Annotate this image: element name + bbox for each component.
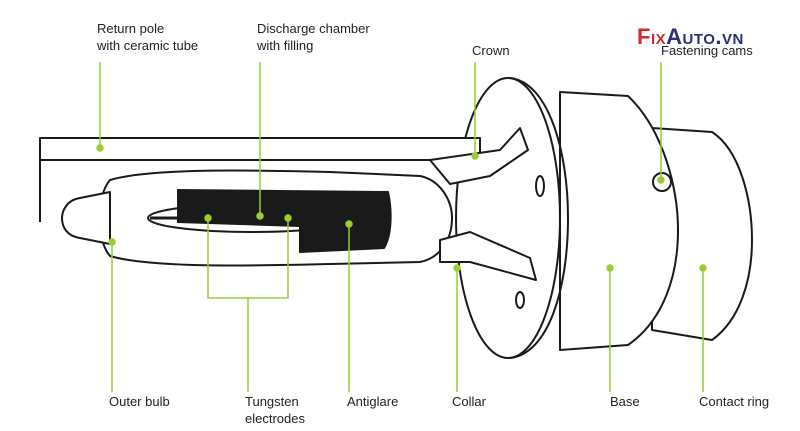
collar-rim: [509, 77, 569, 359]
fixauto-logo: FixAuto.vn: [637, 24, 744, 50]
label-discharge-chamber: Discharge chamber with filling: [257, 21, 370, 53]
label-crown: Crown: [472, 43, 510, 58]
bulb-tip: [61, 191, 111, 245]
label-return-pole: Return pole with ceramic tube: [97, 21, 199, 53]
label-tungsten-electrodes: Tungsten electrodes: [245, 394, 305, 426]
clip-lower: [439, 231, 537, 281]
antiglare-band: [177, 189, 392, 253]
crown-shape: [429, 127, 529, 185]
leader-lines: [96, 62, 707, 392]
label-base: Base: [610, 394, 640, 409]
collar-hole-lower: [515, 291, 525, 309]
collar-disc: [455, 77, 561, 359]
label-fastening-cams: Fastening cams: [661, 43, 753, 58]
collar-hole-upper: [535, 175, 545, 197]
logo-part-2: Auto.vn: [666, 24, 744, 49]
label-antiglare: Antiglare: [347, 394, 399, 409]
contact-ring-shape: [651, 127, 753, 341]
label-collar: Collar: [452, 394, 486, 409]
logo-part-1: Fix: [637, 24, 667, 49]
label-contact-ring: Contact ring: [699, 394, 770, 409]
base-shape: [559, 91, 679, 351]
bulb-drawing: [39, 77, 753, 359]
label-outer-bulb: Outer bulb: [109, 394, 170, 409]
